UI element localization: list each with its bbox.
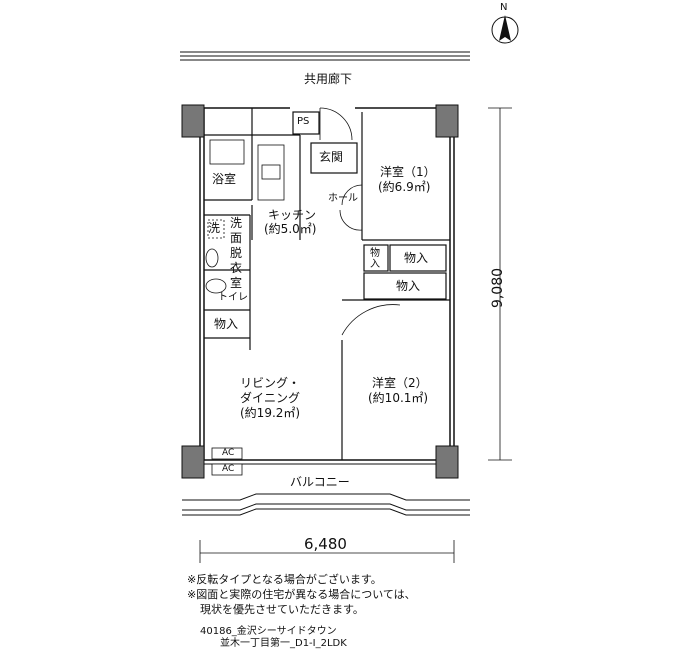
ac-label-1: AC: [222, 448, 235, 458]
kitchen-name: キッチン: [268, 208, 317, 222]
wash-mark: 洗: [208, 221, 221, 235]
ac-label-2: AC: [222, 464, 235, 474]
western1-name: 洋室（1）: [380, 165, 436, 179]
closet-small-label: 物入: [370, 248, 380, 270]
note-line-2: ※図面と実際の住宅が異なる場合については、: [187, 588, 416, 601]
bath-fixtures: [205, 139, 285, 294]
dimension-lines: [199, 107, 512, 563]
width-dimension: 6,480: [304, 535, 347, 553]
corridor-label: 共用廊下: [304, 72, 353, 86]
balcony-label: バルコニー: [290, 475, 350, 489]
height-dimension: 9,080: [490, 267, 507, 309]
toilet-label: トイレ: [218, 292, 248, 303]
structural-columns: [181, 104, 459, 479]
western2-size: (約10.1㎡): [368, 391, 429, 405]
western1-size: (約6.9㎡): [378, 180, 431, 194]
hall-label: ホール: [328, 193, 358, 204]
note-line-3: 現状を優先させていただきます。: [200, 603, 364, 616]
bath-label: 浴室: [212, 172, 237, 186]
interior-walls: [204, 108, 450, 460]
living-line2: ダイニング: [240, 391, 301, 405]
closet-a-label: 物入: [404, 251, 429, 265]
north-label: N: [500, 2, 508, 13]
outer-walls: [199, 107, 455, 461]
note-line-1: ※反転タイプとなる場合がございます。: [187, 573, 382, 586]
entrance-label: 玄関: [319, 150, 344, 164]
living-line1: リビング・: [240, 376, 301, 390]
living-size: (約19.2㎡): [240, 406, 301, 420]
closet-c-label: 物入: [214, 317, 239, 331]
corridor-lines: [180, 51, 470, 61]
western2-name: 洋室（2）: [372, 376, 428, 390]
ps-label: PS: [297, 116, 310, 127]
closet-b-label: 物入: [396, 279, 421, 293]
balcony-railing: [182, 463, 470, 516]
ac-units: [211, 447, 243, 476]
caption-line-1: 40186_金沢シーサイドタウン: [200, 626, 337, 637]
north-arrow-icon: [491, 15, 519, 44]
dressing-label: 洗面脱衣室: [229, 216, 242, 290]
door-swings: [319, 107, 401, 336]
kitchen-size: (約5.0㎡): [264, 222, 317, 236]
caption-line-2: 並木一丁目第一_D1-I_2LDK: [220, 638, 347, 649]
